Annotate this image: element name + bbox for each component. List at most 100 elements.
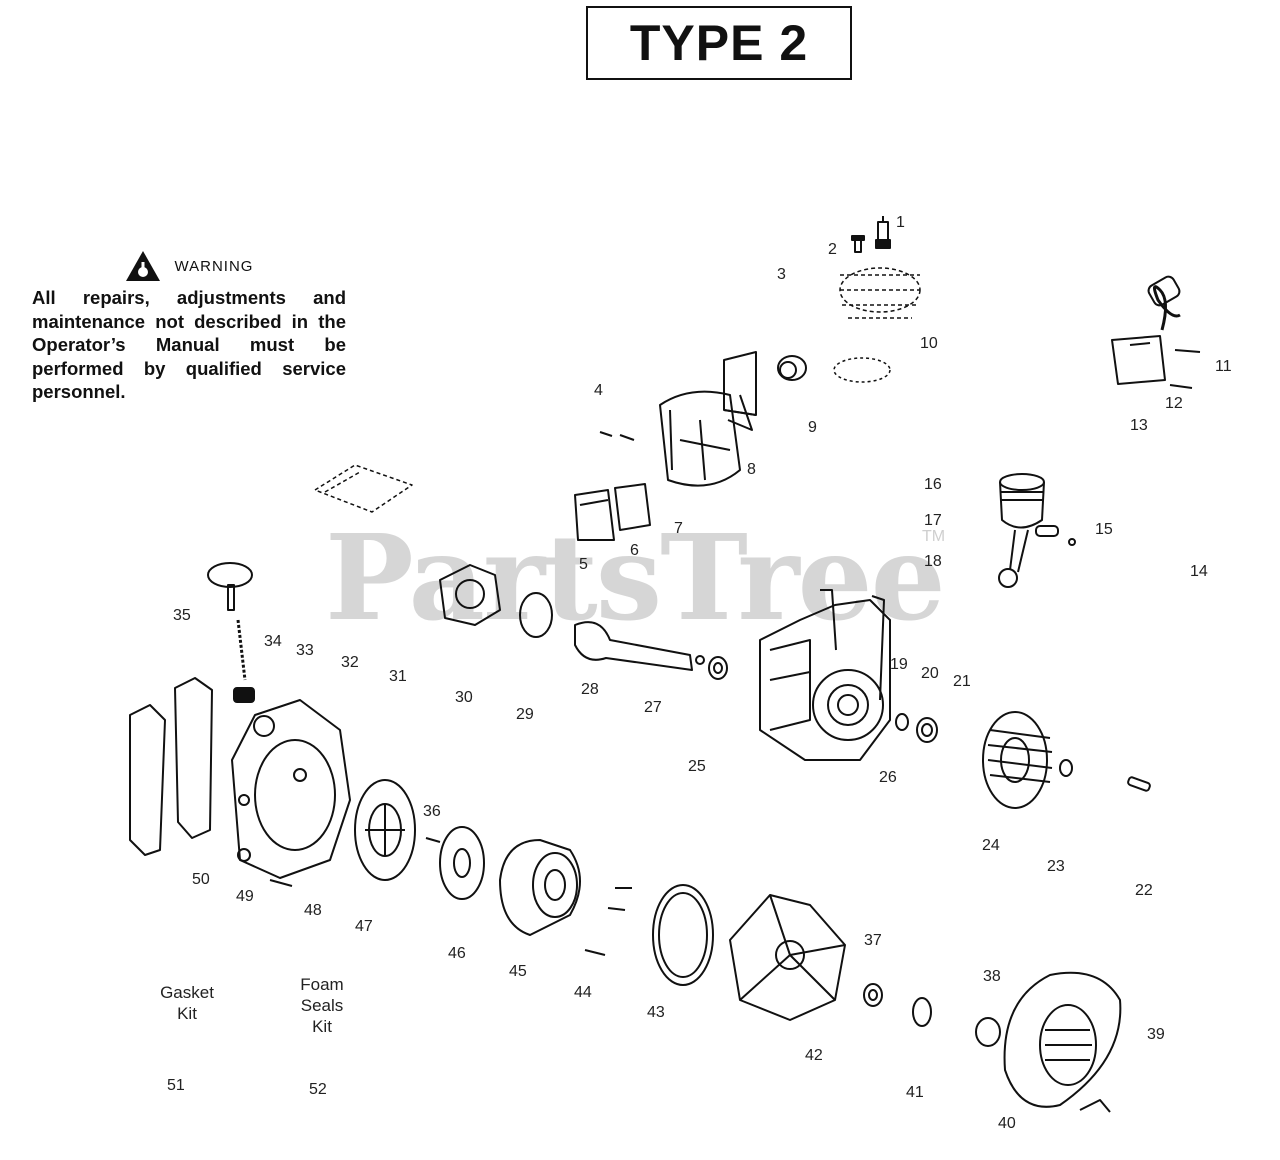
callout-47: 47	[355, 918, 373, 935]
ignition-module-part	[1111, 275, 1181, 385]
callout-46: 46	[448, 945, 466, 962]
callout-8: 8	[747, 461, 756, 478]
module-screws-part	[1169, 349, 1201, 389]
muffler-shield-part	[723, 351, 757, 431]
callout-36: 36	[423, 803, 441, 820]
warning-notice: WARNING All repairs, adjustments and mai…	[32, 250, 346, 404]
callout-1: 1	[896, 214, 905, 231]
callout-4: 4	[594, 382, 603, 399]
callout-26: 26	[879, 769, 897, 786]
cylinder-seal-part	[777, 355, 807, 381]
callout-19: 19	[890, 656, 908, 673]
air-tube-part	[129, 677, 213, 856]
callout-52: 52	[309, 1081, 327, 1098]
callout-3: 3	[777, 266, 786, 283]
callout-45: 45	[509, 963, 527, 980]
callout-25: 25	[688, 758, 706, 775]
callout-48: 48	[304, 902, 322, 919]
muffler-part	[659, 390, 741, 487]
callout-17: 17	[924, 512, 942, 529]
muffler-screws-part	[599, 431, 635, 441]
callout-15: 15	[1095, 521, 1113, 538]
callout-44: 44	[574, 984, 592, 1001]
muffler-gasket-part	[614, 483, 651, 531]
flywheel-nut-part	[1059, 759, 1073, 777]
callout-18: 18	[924, 553, 942, 570]
diagram-type-title: TYPE 2	[586, 6, 852, 80]
callout-50: 50	[192, 871, 210, 888]
engine-housing-part	[231, 699, 351, 879]
callout-32: 32	[341, 654, 359, 671]
callout-23: 23	[1047, 858, 1065, 875]
callout-13: 13	[1130, 417, 1148, 434]
callout-12: 12	[1165, 395, 1183, 412]
warning-header: WARNING	[32, 250, 346, 282]
impeller-cover-part	[652, 884, 714, 986]
bearing-seal-part	[895, 713, 938, 743]
callout-9: 9	[808, 419, 817, 436]
spark-plug-part	[875, 216, 891, 249]
cylinder-part	[839, 267, 921, 319]
callout-43: 43	[647, 1004, 665, 1021]
flywheel-key-part	[1127, 776, 1151, 792]
callout-38: 38	[983, 968, 1001, 985]
callout-49: 49	[236, 888, 254, 905]
callout-7: 7	[674, 520, 683, 537]
callout-22: 22	[1135, 882, 1153, 899]
impeller-nut-part	[863, 983, 883, 1007]
impeller-part	[729, 894, 846, 1021]
housing-screws-part	[269, 837, 441, 887]
callout-30: 30	[455, 689, 473, 706]
warning-text: All repairs, adjustments and maintenance…	[32, 287, 346, 402]
callout-41: 41	[906, 1084, 924, 1101]
spark-arrestor-screen-part	[574, 489, 615, 541]
callout-21: 21	[953, 673, 971, 690]
impeller-washer-part	[912, 997, 932, 1027]
crank-seal-part	[708, 656, 728, 680]
callout-35: 35	[173, 607, 191, 624]
primer-bulb-part	[207, 562, 255, 703]
carburetor-adapter-part	[439, 564, 501, 626]
flywheel-part	[982, 711, 1053, 809]
air-filter-cover-part	[314, 464, 413, 513]
starter-housing-part	[499, 839, 581, 936]
warning-triangle-icon	[125, 251, 160, 281]
callout-14: 14	[1190, 563, 1208, 580]
callout-27: 27	[644, 699, 662, 716]
warning-label: WARNING	[174, 257, 254, 275]
callout-39: 39	[1147, 1026, 1165, 1043]
piston-pin-part	[1035, 525, 1076, 546]
cylinder-bolt-part	[851, 235, 865, 253]
callout-34: 34	[264, 633, 282, 650]
callout-2: 2	[828, 241, 837, 258]
carburetor-gasket-part	[519, 592, 553, 638]
callout-51: 51	[167, 1077, 185, 1094]
callout-5: 5	[579, 556, 588, 573]
blower-housing-part	[975, 971, 1122, 1113]
callout-31: 31	[389, 668, 407, 685]
callout-11: 11	[1215, 358, 1232, 375]
callout-20: 20	[921, 665, 939, 682]
trademark-mark: TM	[922, 528, 946, 545]
cylinder-gasket-part	[833, 357, 891, 383]
gasket-kit-label: Gasket Kit	[160, 983, 214, 1023]
starter-washer-part	[439, 826, 485, 900]
callout-29: 29	[516, 706, 534, 723]
callout-6: 6	[630, 542, 639, 559]
crankcase-part	[759, 589, 891, 761]
callout-40: 40	[998, 1115, 1016, 1132]
starter-screws-part	[584, 887, 632, 956]
callout-37: 37	[864, 932, 882, 949]
callout-10: 10	[920, 335, 938, 352]
foam-seals-kit-label: Foam Seals Kit	[300, 975, 344, 1036]
crankshaft-part	[574, 621, 705, 671]
callout-42: 42	[805, 1047, 823, 1064]
callout-33: 33	[296, 642, 314, 659]
piston-part	[998, 473, 1045, 588]
starter-pulley-part	[354, 779, 416, 881]
callout-28: 28	[581, 681, 599, 698]
callout-24: 24	[982, 837, 1000, 854]
callout-16: 16	[924, 476, 942, 493]
watermark: PartsTree	[325, 508, 946, 647]
